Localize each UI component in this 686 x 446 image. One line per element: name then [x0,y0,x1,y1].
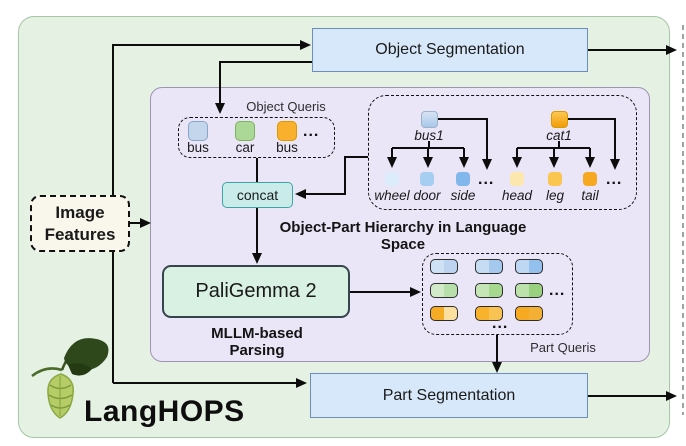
part-query-pill [515,283,543,298]
leg-square [548,172,562,186]
part-query-pill [475,259,503,274]
tail-label: tail [581,188,599,203]
query-square-bus [188,121,208,141]
concat-label: concat [236,187,279,203]
query-square-car [235,121,255,141]
object-queries-ellipsis: ... [303,123,320,140]
object-queries-box [178,117,335,158]
door-label: door [413,188,441,203]
side-square [456,172,470,186]
bus1-root-square [421,111,438,128]
query-label: car [235,140,255,155]
object-queries-title: Object Queris [246,99,326,114]
part-query-pill [475,283,503,298]
mllm-caption: MLLM-based Parsing [211,325,303,359]
paligemma-box: PaliGemma 2 [162,265,350,318]
image-features-line2: Features [44,224,116,244]
cat1-root-label: cat1 [546,128,572,143]
hierarchy-box [368,95,637,210]
part-query-pill [515,259,543,274]
object-segmentation-label: Object Segmentation [375,41,525,58]
query-label: bus [276,140,298,155]
cat1-root-square [551,111,568,128]
image-features-line1: Image [55,203,105,223]
wheel-square [385,172,399,186]
hierarchy-caption: Object-Part Hierarchy in Language Space [279,219,527,253]
part-queries-box [422,253,573,335]
part-query-pill [430,306,458,321]
part-segmentation-label: Part Segmentation [382,386,516,404]
part-query-pill [430,259,458,274]
part-segmentation-box: Part Segmentation [310,373,588,418]
query-label: bus [187,140,209,155]
part-query-pill [475,306,503,321]
brand-title: LangHOPS [84,395,245,428]
query-square-bus-2 [277,121,297,141]
door-square [420,172,434,186]
cat1-ellipsis: ... [606,171,623,188]
image-features-node: Image Features [30,195,130,252]
hop-logo-icon [31,338,109,419]
leg-label: leg [545,188,564,203]
head-square [510,172,524,186]
part-queries-ellipsis-right: ... [549,282,566,299]
wheel-label: wheel [374,188,410,203]
concat-node: concat [222,182,293,208]
tail-square [583,172,597,186]
side-label: side [450,188,476,203]
part-queries-title: Part Queris [530,340,596,355]
part-query-pill [515,306,543,321]
paligemma-label: PaliGemma 2 [195,280,317,302]
bus1-root-label: bus1 [414,128,444,143]
part-queries-ellipsis-bottom: ... [492,315,509,332]
part-query-pill [430,283,458,298]
object-segmentation-box: Object Segmentation [312,28,588,72]
head-label: head [501,188,533,203]
bus1-ellipsis: ... [478,171,495,188]
